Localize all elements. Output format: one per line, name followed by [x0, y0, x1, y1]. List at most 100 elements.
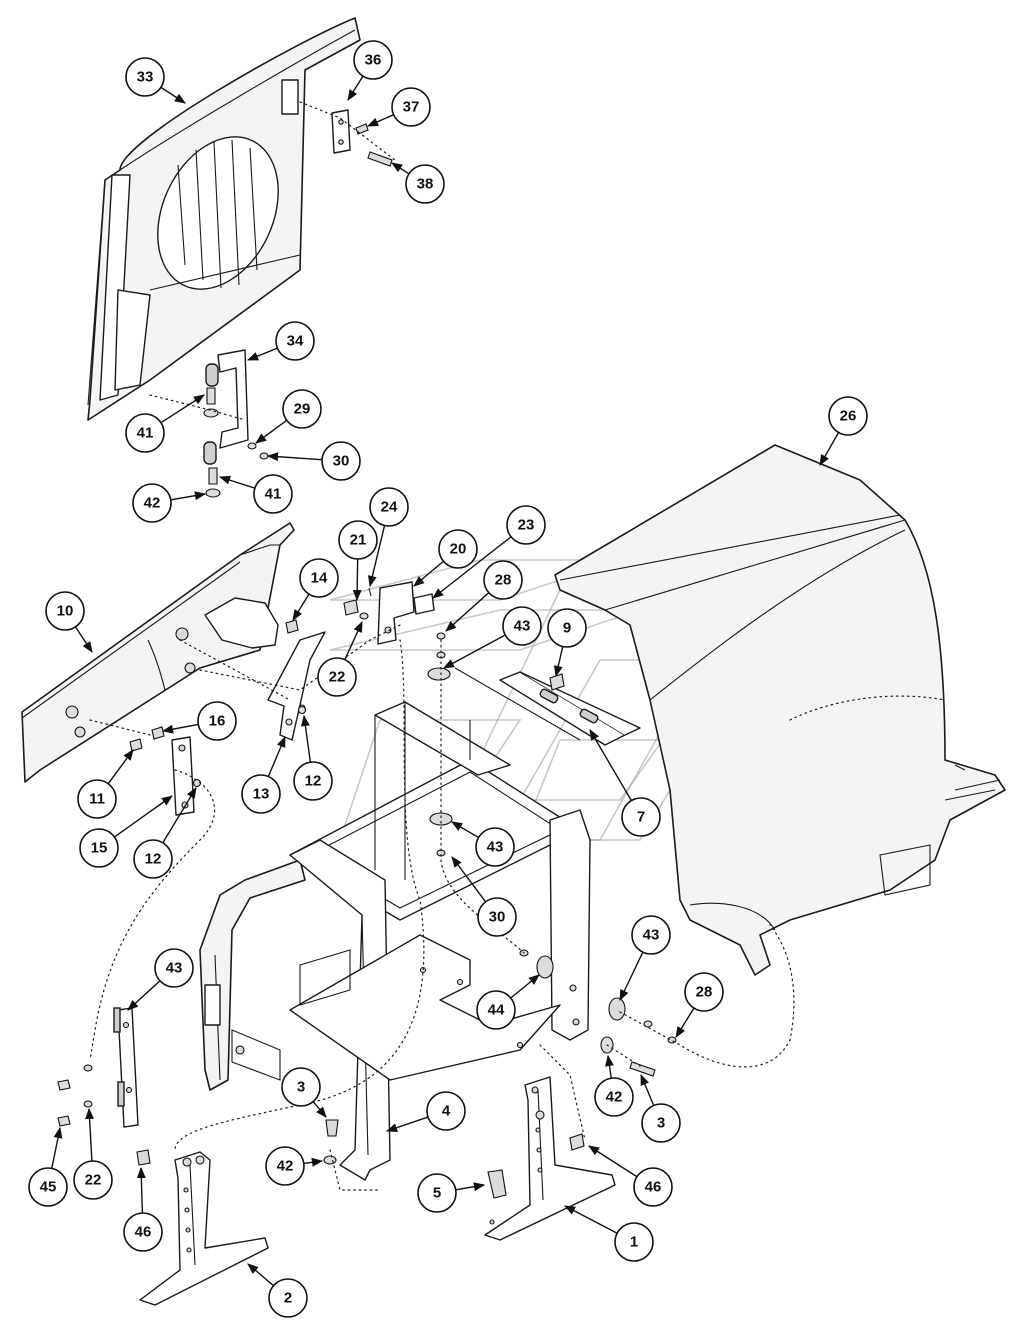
callout-leader-line — [589, 729, 632, 801]
callout-leader-line — [619, 951, 644, 1002]
part-16-screw — [151, 726, 165, 740]
callout-leader-line — [85, 1107, 95, 1162]
part-43-washer-middle — [429, 812, 453, 826]
callout-label: 22 — [85, 1172, 102, 1189]
callout-label: 23 — [518, 517, 535, 534]
callout-22: 22 — [317, 620, 363, 697]
callout-46: 46 — [123, 1166, 163, 1252]
main-support-frame — [199, 701, 591, 1181]
part-23-clip — [413, 593, 435, 615]
callout-circle — [253, 474, 293, 514]
part-2-left-mount-bracket — [139, 1151, 269, 1306]
part-26-fender-shroud — [554, 444, 1006, 976]
callout-leader-line — [445, 592, 490, 632]
part-43-washer-right — [608, 997, 626, 1021]
part-21-bolt — [343, 599, 359, 616]
callout-23: 23 — [432, 505, 546, 599]
callout-leader-line — [114, 795, 173, 838]
callout-circle — [28, 1167, 68, 1207]
callout-leader-line — [161, 723, 199, 734]
callout-label: 36 — [365, 52, 382, 69]
callout-label: 7 — [637, 809, 645, 826]
callout-28: 28 — [675, 972, 724, 1038]
callout-circle — [275, 321, 315, 361]
callout-label: 38 — [417, 176, 434, 193]
callout-label: 10 — [57, 603, 74, 620]
hinge-alignment — [149, 394, 246, 421]
callout-22: 22 — [73, 1107, 113, 1200]
callout-circle — [317, 657, 357, 697]
part-45-screws — [57, 1079, 71, 1127]
callout-leader-line — [605, 1054, 614, 1079]
callout-leader-line — [344, 620, 363, 660]
callout-label: 15 — [91, 840, 108, 857]
callout-circle — [631, 915, 671, 955]
callout-label: 43 — [643, 927, 660, 944]
callout-37: 37 — [366, 87, 431, 127]
callout-20: 20 — [413, 529, 478, 587]
part-36-latch-plate — [331, 109, 351, 154]
callout-21: 21 — [338, 520, 378, 602]
callout-41: 41 — [218, 474, 293, 514]
callout-leader-line — [267, 735, 286, 777]
callout-leader-line — [451, 821, 479, 839]
callout-circle — [79, 828, 119, 868]
callout-circle — [321, 441, 361, 481]
callout-leader-line — [368, 525, 386, 588]
part-22-nuts-lower — [83, 1064, 93, 1108]
callout-leader-line — [391, 162, 410, 175]
callout-leader-line — [300, 714, 312, 763]
callout-circle — [353, 40, 393, 80]
callout-41: 41 — [125, 394, 205, 453]
callout-circle — [641, 1103, 681, 1143]
callout-label: 20 — [450, 541, 467, 558]
callout-label: 21 — [350, 532, 367, 549]
callout-label: 46 — [645, 1179, 662, 1196]
part-12-nut-upper — [297, 705, 307, 715]
door-latch-alignment — [299, 101, 396, 161]
callout-leader-line — [51, 1126, 63, 1169]
part-3-bolt-left — [325, 1119, 339, 1137]
callout-label: 44 — [488, 1002, 505, 1019]
callout-label: 4 — [442, 1103, 451, 1120]
callout-circle — [417, 1173, 457, 1213]
callout-label: 29 — [294, 401, 311, 418]
callout-circle — [45, 591, 85, 631]
callout-label: 34 — [287, 333, 304, 350]
part-30-nut — [259, 452, 269, 460]
callout-label: 16 — [209, 713, 226, 730]
callout-circle — [293, 761, 333, 801]
callout-circle — [614, 1222, 654, 1262]
callout-label: 12 — [145, 851, 162, 868]
callout-leader-line — [303, 1157, 324, 1167]
callout-43: 43 — [619, 915, 671, 1002]
callout-leader-line — [443, 634, 506, 669]
callout-30: 30 — [451, 856, 517, 937]
callout-circle — [299, 558, 339, 598]
callout-leader-line — [455, 1182, 486, 1192]
callout-label: 2 — [284, 1290, 292, 1307]
callout-34: 34 — [246, 321, 315, 361]
callout-circle — [123, 1212, 163, 1252]
callout-label: 13 — [253, 786, 270, 803]
callout-label: 3 — [657, 1115, 665, 1132]
callout-9: 9 — [547, 608, 587, 678]
callout-leader-line — [432, 536, 512, 599]
part-43-washer-upper — [427, 667, 451, 681]
part-5-bolt — [487, 1169, 507, 1199]
callout-leader-line — [675, 1007, 695, 1038]
callout-circle — [73, 1160, 113, 1200]
part-34-hinge-bracket — [203, 349, 249, 465]
callout-3: 3 — [640, 1073, 681, 1143]
callout-label: 12 — [305, 773, 322, 790]
callout-3: 3 — [281, 1067, 327, 1118]
callout-circle — [154, 948, 194, 988]
callout-leader-line — [510, 974, 540, 999]
callout-label: 43 — [166, 960, 183, 977]
callout-label: 1 — [630, 1234, 638, 1251]
callout-label: 14 — [311, 570, 328, 587]
callout-circle — [281, 1067, 321, 1107]
callout-13: 13 — [241, 735, 286, 814]
